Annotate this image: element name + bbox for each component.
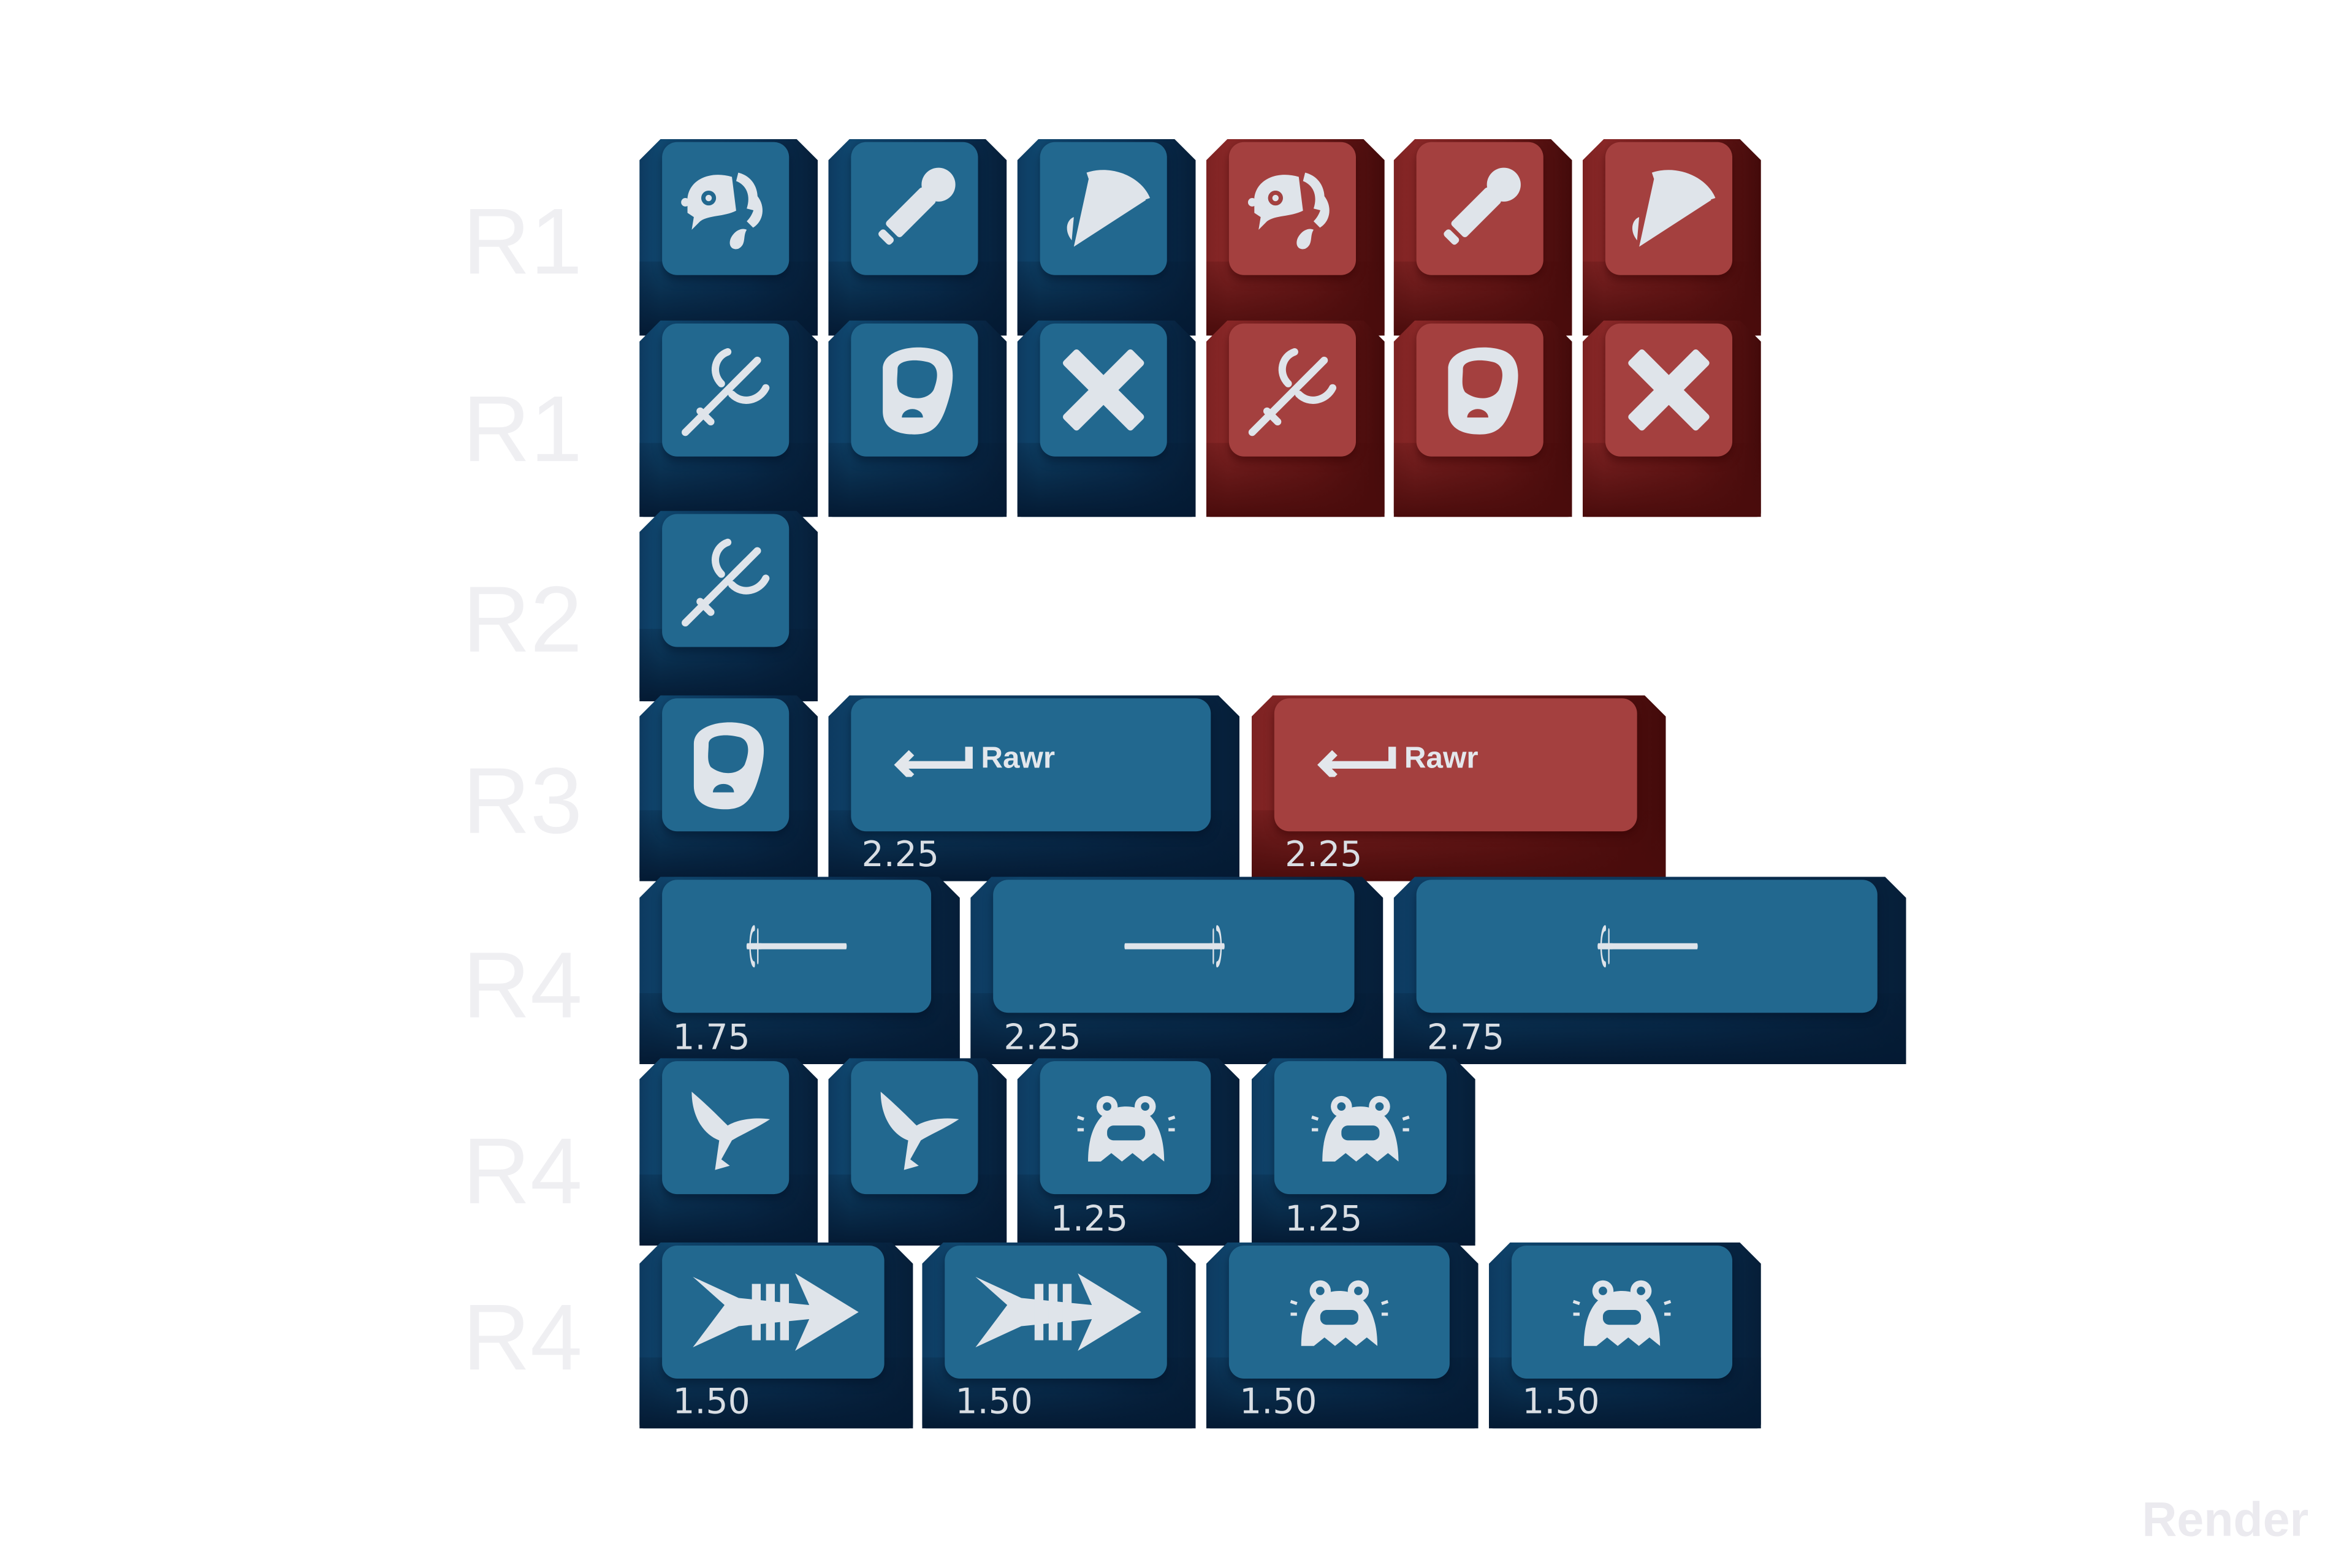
can-tab-icon (672, 712, 778, 818)
size-label: 2.25 (1003, 1019, 1081, 1059)
whale-tail-icon (862, 1075, 968, 1181)
keycap-enter-blue: Rawr 2.25 (828, 695, 1239, 881)
trident-icon (672, 337, 778, 443)
keycap-spacebar-175: 1.75 (639, 877, 960, 1064)
return-arrow-icon (1314, 740, 1398, 777)
trident-spear-icon (1594, 916, 1700, 976)
keycap-monster-125a: 1.25 (1018, 1058, 1240, 1246)
keycap-x-blue (1018, 321, 1196, 517)
keycap-monster-125b: 1.25 (1252, 1058, 1475, 1246)
row-label: R1 (462, 378, 583, 482)
return-arrow-icon (890, 740, 975, 777)
microphone-icon (1427, 156, 1533, 262)
size-label: 1.50 (955, 1383, 1033, 1423)
keycap-x-red (1583, 321, 1761, 517)
size-label: 2.75 (1426, 1019, 1505, 1059)
row-label: R4 (462, 934, 583, 1039)
keycap-tab-red (1394, 321, 1572, 517)
trident-icon (1239, 337, 1345, 443)
row-label: R2 (462, 568, 583, 673)
trident-icon (672, 528, 778, 634)
monster-icon (1569, 1259, 1675, 1365)
row-label: R1 (462, 190, 583, 295)
shrimp-icon (672, 156, 778, 262)
keycap-fish-150b: 1.50 (922, 1243, 1195, 1428)
size-label: 2.25 (1285, 835, 1363, 875)
keycap-monster-150a: 1.50 (1206, 1243, 1479, 1428)
whale-tail-icon (672, 1075, 778, 1181)
trident-spear-icon (1121, 916, 1227, 976)
can-tab-icon (862, 337, 968, 443)
monster-icon (1073, 1075, 1179, 1181)
row-label: R3 (462, 750, 583, 854)
row-label: R4 (462, 1120, 583, 1225)
keycap-pizza-blue (1018, 139, 1196, 336)
fish-skeleton-icon (965, 1259, 1147, 1365)
size-label: 1.25 (1285, 1200, 1363, 1240)
keycap-shrimp-blue (639, 139, 818, 336)
keycap-trident-blue (639, 321, 818, 517)
size-label: 1.50 (1239, 1383, 1317, 1423)
monster-icon (1287, 1259, 1393, 1365)
keycap-fish-150a: 1.50 (639, 1243, 913, 1428)
keycap-tail-a (639, 1058, 818, 1246)
keycap-monster-150b: 1.50 (1489, 1243, 1761, 1428)
keycap-pizza-red (1583, 139, 1761, 336)
x-icon (1051, 337, 1157, 443)
keycap-trident-blue-r2 (639, 511, 818, 702)
size-label: 1.75 (672, 1019, 750, 1059)
keycap-spacebar-225: 2.25 (970, 877, 1383, 1064)
enter-legend: Rawr (1404, 741, 1479, 775)
keycap-spacebar-275: 2.75 (1394, 877, 1906, 1064)
keycap-trident-red (1206, 321, 1385, 517)
trident-spear-icon (744, 916, 850, 976)
size-label: 1.50 (1522, 1383, 1600, 1423)
enter-legend: Rawr (981, 741, 1056, 775)
shrimp-icon (1239, 156, 1345, 262)
keycap-mic-red (1394, 139, 1572, 336)
keycap-mic-blue (828, 139, 1007, 336)
pizza-icon (1051, 156, 1157, 262)
monster-icon (1307, 1075, 1414, 1181)
can-tab-icon (1427, 337, 1533, 443)
keycap-enter-red: Rawr 2.25 (1252, 695, 1666, 881)
microphone-icon (862, 156, 968, 262)
pizza-icon (1616, 156, 1722, 262)
size-label: 2.25 (861, 835, 939, 875)
render-watermark: Render (2142, 1491, 2309, 1547)
keycap-tab-blue (828, 321, 1007, 517)
keycap-tab-blue-r3 (639, 695, 818, 881)
keycap-tail-b (828, 1058, 1007, 1246)
size-label: 1.25 (1050, 1200, 1128, 1240)
x-icon (1616, 337, 1722, 443)
fish-skeleton-icon (682, 1259, 864, 1365)
row-label: R4 (462, 1286, 583, 1391)
keycap-shrimp-red (1206, 139, 1385, 336)
size-label: 1.50 (672, 1383, 750, 1423)
